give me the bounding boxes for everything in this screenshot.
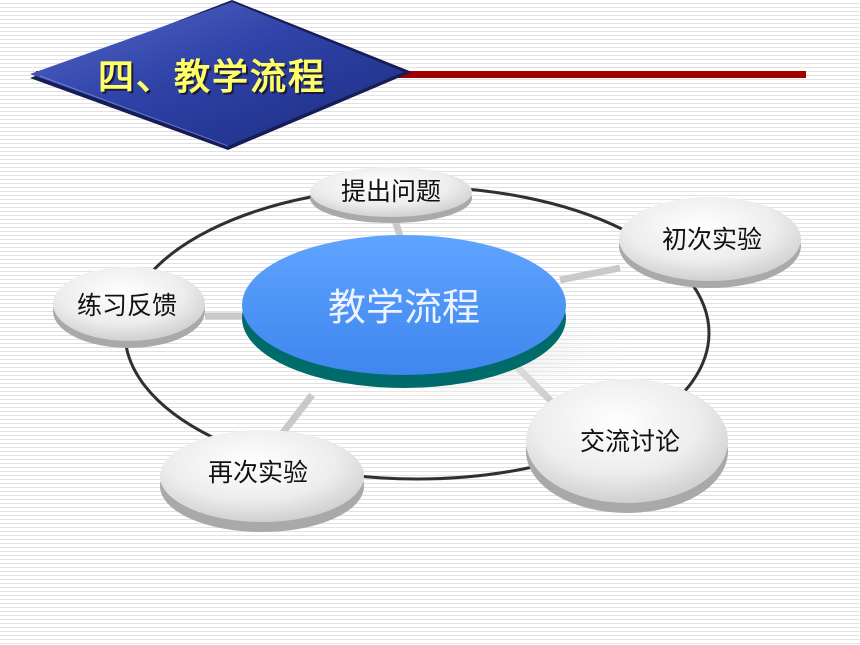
- node-label-4: 再次实验: [207, 458, 309, 487]
- center-node: [242, 235, 566, 388]
- title-rule: [36, 71, 806, 78]
- node-label-5: 练习反馈: [76, 291, 178, 320]
- node-5-shape: [53, 267, 205, 348]
- spoke-2: [559, 264, 621, 284]
- node-1-shape: [310, 167, 472, 223]
- node-label-3: 交流讨论: [579, 427, 681, 456]
- node-4-shape: [160, 430, 364, 532]
- center-label: 教学流程: [327, 285, 481, 330]
- node-label-1: 提出问题: [340, 177, 442, 206]
- node-2-shape: [619, 197, 801, 288]
- slide-title: 四、教学流程: [98, 56, 327, 98]
- node-label-2: 初次实验: [661, 225, 763, 254]
- title-banner: [30, 0, 806, 150]
- node-3-shape: [526, 379, 728, 513]
